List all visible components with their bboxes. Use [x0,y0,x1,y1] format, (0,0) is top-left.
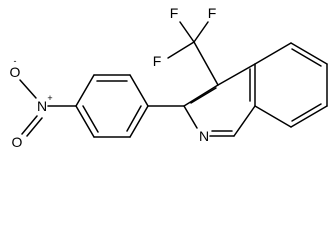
bond-c3-c4 [183,84,219,107]
bond-c-f-top-right [193,21,209,43]
ring-nitrogen-label: N [199,128,209,144]
bond-c-f-bottom [167,41,195,59]
bond-c4-cf3 [193,41,219,86]
phenyl-ring [75,74,185,138]
nitro-negative-charge: - [14,56,17,66]
trifluoromethyl-group [167,21,219,86]
bond-ph4-ph5 [75,105,95,138]
bond-nitro-n-o-bottom-b [26,117,43,137]
nitro-oxygen-label: O [10,64,21,80]
structure-drawing: F F F N N + O - O [10,5,328,150]
fluorine-label: F [170,5,179,21]
molecule-diagram: F F F N N + O - O [10,5,328,150]
bond-ph1-ph2 [129,74,149,107]
bond-c3-c4-double [190,87,217,104]
nitro-positive-charge: + [47,93,52,103]
bond-c8a-c1 [233,105,256,137]
bond-ph6-ph1 [129,105,149,138]
fluorine-label: F [208,5,217,21]
nitro-nitrogen-label: N [37,98,47,114]
pyridine-ring [183,63,256,137]
bond-ph4-ph5-double [82,105,99,133]
benzo-ring [254,42,328,128]
bond-n2-c3 [183,105,198,129]
fluorine-label: F [153,53,162,69]
bond-ph3-ph4 [75,74,95,107]
bond-c4-c4a [217,63,256,86]
bond-ph6-ph1-double [126,105,142,132]
bond-c5-c6 [290,42,328,65]
bond-c5-c6-double [291,48,322,67]
nitro-oxygen-label: O [12,134,23,150]
bond-nitro-n-o-bottom-a [21,115,38,135]
bond-c7-c8 [290,105,328,128]
bond-c7-c8-double [291,103,322,122]
bond-c4a-c5 [254,42,292,65]
nitro-group [19,79,77,137]
bond-c8-c8a [254,105,292,128]
bond-c-f-top-left [179,21,195,43]
bond-nitro-n-o-top [19,79,37,99]
